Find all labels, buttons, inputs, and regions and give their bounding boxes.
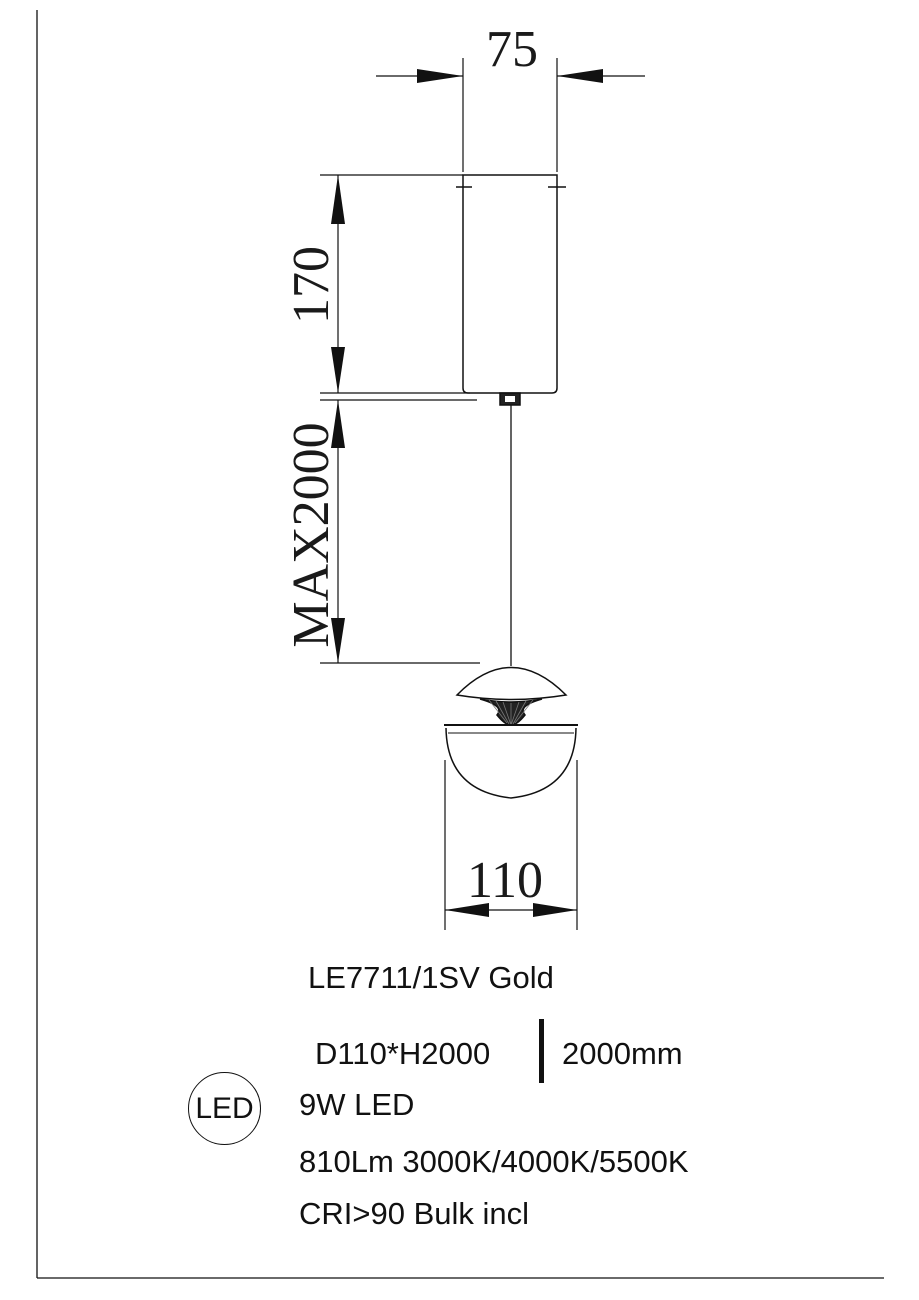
size-spec: D110*H2000	[315, 1036, 491, 1071]
dim-label-canopy-width: 75	[486, 21, 538, 78]
dimension-75	[376, 58, 645, 172]
pendant-shade	[444, 666, 578, 799]
model-name: LE7711/1SV Gold	[308, 960, 554, 995]
dim-label-cable-length: MAX2000	[283, 422, 340, 647]
dimension-170	[320, 174, 470, 394]
dimension-110	[444, 760, 578, 930]
cable-spec: 2000mm	[562, 1036, 683, 1071]
dim-label-shade-diameter: 110	[467, 852, 543, 909]
spec-divider	[539, 1019, 544, 1083]
lumen-cct-spec: 810Lm 3000K/4000K/5500K	[299, 1144, 689, 1179]
dim-label-canopy-height: 170	[283, 246, 340, 324]
canopy	[456, 174, 566, 406]
power-spec: 9W LED	[299, 1087, 415, 1122]
led-badge-icon: LED	[188, 1072, 261, 1145]
dimension-max2000	[320, 399, 480, 664]
cri-bulb-spec: CRI>90 Bulk incl	[299, 1196, 530, 1231]
led-badge-label: LED	[195, 1091, 254, 1125]
